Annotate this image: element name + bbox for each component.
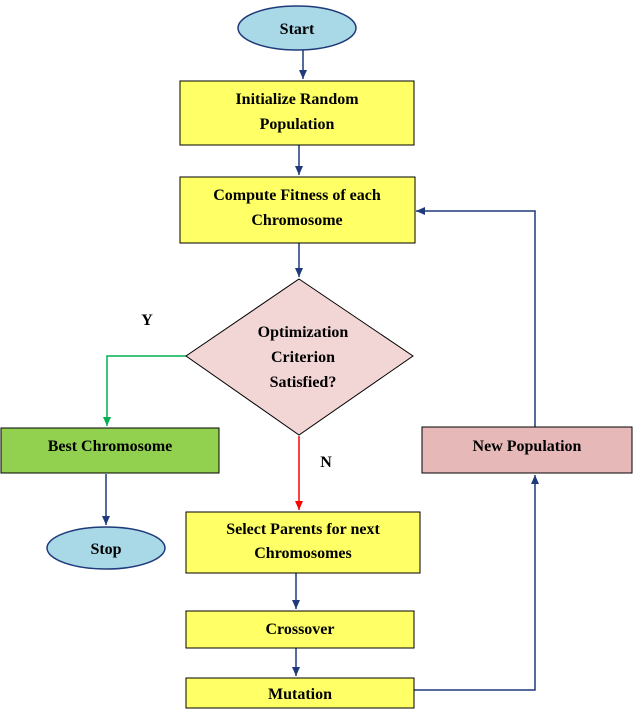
crossover-node: Crossover [185, 610, 415, 649]
new-population-label: New Population [473, 438, 582, 455]
select-parents-node: Select Parents for next Chromosomes [185, 511, 421, 574]
decision-label-line2: Criterion [271, 349, 335, 366]
select-label-line2: Chromosomes [254, 545, 351, 562]
mutation-node: Mutation [185, 677, 415, 709]
start-label: Start [280, 21, 315, 38]
crossover-label: Crossover [265, 621, 334, 638]
criterion-decision-node: Optimization Criterion Satisfied? [185, 278, 414, 436]
fitness-label-line2: Chromosome [251, 212, 342, 229]
no-edge-label: N [320, 454, 332, 471]
yes-edge-label: Y [141, 312, 153, 329]
mutation-label: Mutation [268, 686, 332, 703]
connectors [102, 50, 539, 691]
arrow-decision-to-best [103, 355, 186, 426]
fitness-label-line1: Compute Fitness of each [213, 187, 381, 204]
init-label-line2: Population [260, 116, 335, 133]
best-chromosome-node: Best Chromosome [0, 427, 220, 474]
compute-fitness-node: Compute Fitness of each Chromosome [179, 176, 416, 244]
decision-label-line3: Satisfied? [270, 374, 337, 391]
best-label: Best Chromosome [48, 438, 173, 455]
stop-node: Stop [46, 526, 166, 570]
decision-label-line1: Optimization [258, 324, 349, 341]
arrow-mutation-to-newpop [414, 475, 539, 691]
init-population-node: Initialize Random Population [179, 80, 415, 146]
arrow-newpop-to-fitness [416, 207, 536, 427]
stop-label: Stop [90, 541, 121, 558]
select-label-line1: Select Parents for next [226, 521, 380, 538]
start-node: Start [237, 5, 357, 51]
new-population-node: New Population [421, 426, 633, 474]
init-label-line1: Initialize Random [235, 91, 359, 108]
